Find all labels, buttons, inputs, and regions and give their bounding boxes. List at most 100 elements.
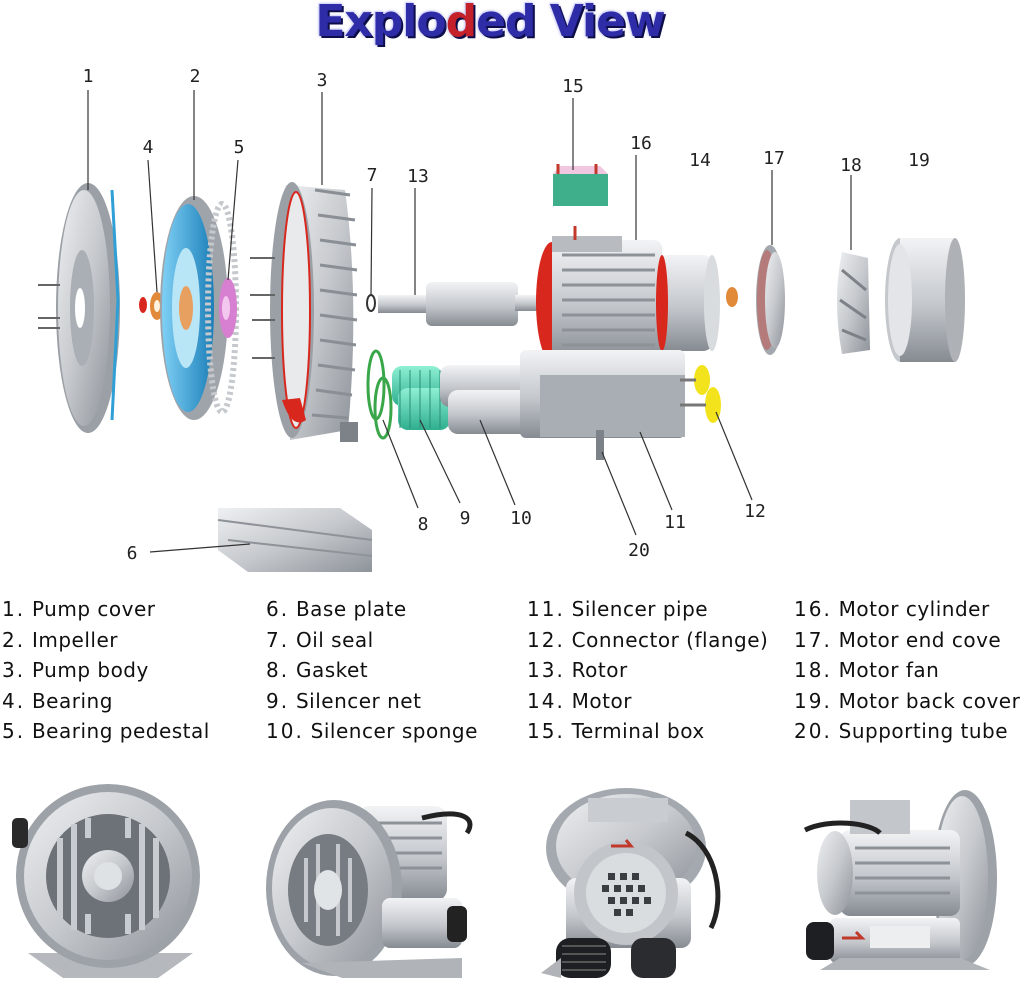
legend-item: 1. Pump cover <box>2 594 210 625</box>
title-part: ed View <box>476 0 666 47</box>
callout-15: 15 <box>562 76 584 97</box>
legend-label: Connector (flange) <box>571 627 769 652</box>
legend-item: 17. Motor end cove <box>794 625 1020 656</box>
legend-number: 16. <box>794 597 832 621</box>
legend-label: Silencer net <box>295 688 422 713</box>
legend-column: 11. Silencer pipe 12. Connector (flange)… <box>527 594 768 747</box>
exploded-diagram: 1 2 3 4 5 6 7 8 9 10 11 12 13 14 15 16 1… <box>38 66 965 572</box>
rotor-part <box>378 282 555 326</box>
legend-number: 2. <box>2 627 26 652</box>
legend-label: Bearing pedestal <box>31 719 210 743</box>
legend-number: 7. <box>266 627 290 652</box>
legend-label: Motor <box>571 688 632 713</box>
callout-5: 5 <box>234 137 245 158</box>
legend-label: Pump cover <box>31 597 156 621</box>
legend-label: Supporting tube <box>838 719 1009 743</box>
callout-8: 8 <box>418 514 429 535</box>
legend-number: 10. <box>266 719 304 743</box>
legend-item: 11. Silencer pipe <box>527 594 768 625</box>
legend-number: 12. <box>527 627 565 652</box>
callout-19: 19 <box>908 150 930 171</box>
legend-item: 15. Terminal box <box>527 716 768 747</box>
legend-item: 7. Oil seal <box>266 625 478 656</box>
legend-item: 8. Gasket <box>266 655 478 686</box>
legend-label: Motor back cover <box>838 688 1021 713</box>
legend-item: 14. Motor <box>527 686 768 717</box>
legend-number: 13. <box>527 658 565 682</box>
callout-2: 2 <box>190 66 201 87</box>
motor-cylinder-part <box>536 226 662 362</box>
legend-item: 13. Rotor <box>527 655 768 686</box>
oil-seal-part <box>366 294 376 312</box>
legend-label: Bearing <box>31 688 113 713</box>
legend-label: Silencer pipe <box>571 597 709 621</box>
blower-side-photo <box>266 800 473 978</box>
leader-lines <box>87 90 852 553</box>
legend-number: 3. <box>2 658 26 682</box>
legend-number: 17. <box>794 627 832 652</box>
legend-item: 3. Pump body <box>2 655 210 686</box>
terminal-box-part <box>553 164 608 206</box>
legend-item: 10. Silencer sponge <box>266 716 478 747</box>
callout-11: 11 <box>664 512 686 533</box>
legend-label: Pump body <box>31 658 149 682</box>
callout-18: 18 <box>840 155 862 176</box>
legend-column: 1. Pump cover 2. Impeller 3. Pump body 4… <box>2 594 210 747</box>
legend-number: 20. <box>794 719 832 743</box>
parts-legend: 1. Pump cover 2. Impeller 3. Pump body 4… <box>0 594 1024 754</box>
legend-number: 19. <box>794 688 832 713</box>
motor-fan-part <box>837 252 870 354</box>
legend-label: Terminal box <box>571 719 705 743</box>
legend-label: Gasket <box>295 658 369 682</box>
gasket-part <box>366 349 393 440</box>
legend-label: Base plate <box>295 597 407 621</box>
legend-number: 11. <box>527 597 565 621</box>
legend-item: 5. Bearing pedestal <box>2 716 210 747</box>
legend-item: 20. Supporting tube <box>794 716 1020 747</box>
legend-number: 1. <box>2 597 26 621</box>
silencer-net-part <box>392 366 450 430</box>
silencer-pipe-part <box>520 350 685 460</box>
legend-number: 5. <box>2 719 26 743</box>
blower-rear-photo <box>803 790 997 970</box>
legend-number: 8. <box>266 658 290 682</box>
legend-item: 18. Motor fan <box>794 655 1020 686</box>
legend-column: 16. Motor cylinder 17. Motor end cove 18… <box>794 594 1020 747</box>
callout-1: 1 <box>83 66 94 87</box>
legend-number: 6. <box>266 597 290 621</box>
title-highlight: d <box>445 0 477 47</box>
callout-3: 3 <box>317 70 328 91</box>
legend-number: 14. <box>527 688 565 713</box>
legend-label: Silencer sponge <box>310 719 478 743</box>
legend-number: 9. <box>266 688 290 713</box>
legend-number: 18. <box>794 658 832 682</box>
callout-16: 16 <box>630 133 652 154</box>
legend-number: 4. <box>2 688 26 713</box>
callout-7: 7 <box>367 165 378 186</box>
legend-item: 6. Base plate <box>266 594 478 625</box>
pump-body-part <box>250 182 358 442</box>
base-plate-part <box>217 508 373 572</box>
legend-label: Motor end cove <box>838 627 1002 652</box>
connector-flange-part <box>680 365 721 423</box>
legend-item: 4. Bearing <box>2 686 210 717</box>
callout-13: 13 <box>407 166 429 187</box>
bearing-pedestal-part <box>219 278 237 338</box>
callout-9: 9 <box>460 508 471 529</box>
title-part: Explo <box>315 0 446 47</box>
callout-12: 12 <box>744 501 766 522</box>
legend-label: Motor fan <box>838 658 940 682</box>
callout-10: 10 <box>510 508 532 529</box>
callout-4: 4 <box>143 137 154 158</box>
legend-item: 2. Impeller <box>2 625 210 656</box>
callout-17: 17 <box>763 148 785 169</box>
blower-front-photo <box>12 784 200 978</box>
blower-back-photo <box>541 788 721 978</box>
callout-14: 14 <box>689 150 711 171</box>
pump-cover-part <box>38 183 120 433</box>
motor-part <box>656 255 720 351</box>
legend-label: Impeller <box>31 627 118 652</box>
motor-back-cover-part <box>885 238 965 362</box>
callout-6: 6 <box>127 543 138 564</box>
legend-label: Motor cylinder <box>838 597 990 621</box>
